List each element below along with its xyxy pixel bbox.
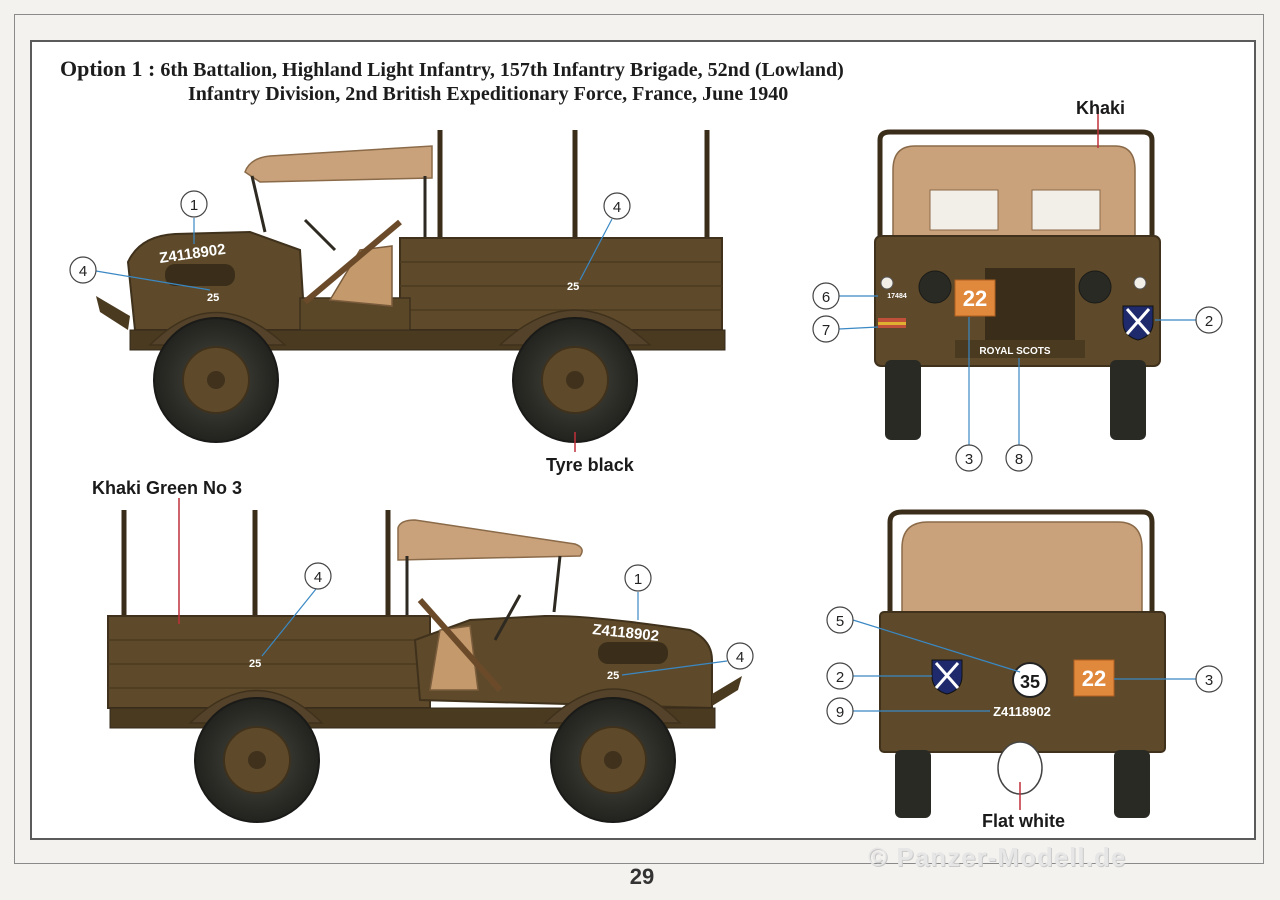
- flat-white-label: Flat white: [982, 811, 1066, 831]
- unit-code-plate: 22: [1082, 666, 1106, 691]
- callout-2: 2: [1205, 313, 1213, 330]
- regiment-marking: ROYAL SCOTS: [979, 346, 1050, 357]
- vehicle-number-disc: 35: [1020, 672, 1040, 692]
- bridge-class-marking: 25: [207, 292, 219, 304]
- serial-marking: Z4118902: [592, 621, 660, 645]
- callout-3: 3: [1205, 672, 1213, 689]
- watermark: © Panzer-Modell.de: [868, 842, 1127, 872]
- unit-code-plate: 22: [963, 286, 987, 311]
- callout-4: 4: [613, 199, 621, 216]
- khaki-green-label: Khaki Green No 3: [92, 478, 243, 498]
- serial-marking: Z4118902: [993, 704, 1051, 719]
- callout-6: 6: [822, 289, 830, 306]
- callout-4: 4: [79, 263, 87, 280]
- callout-3: 3: [965, 451, 973, 468]
- right-side-view: Z4118902 25 25 1 4 4: [69, 130, 726, 452]
- bridge-class-marking: 25: [607, 670, 619, 682]
- callout-7: 7: [822, 322, 830, 339]
- left-side-view: Z4118902 25 25 4 1 4: [107, 498, 754, 823]
- front-view: 22 ROYAL SCOTS 17484 6 7 2 3 8: [812, 108, 1223, 472]
- callout-1: 1: [634, 571, 642, 588]
- khaki-label: Khaki: [1076, 98, 1126, 118]
- page-number: 29: [629, 864, 655, 889]
- callout-1: 1: [190, 197, 198, 214]
- title-line-1: 6th Battalion, Highland Light Infantry, …: [160, 59, 844, 81]
- callout-4: 4: [736, 649, 744, 666]
- callout-2: 2: [836, 669, 844, 686]
- title-line-2: Infantry Division, 2nd British Expeditio…: [188, 83, 789, 105]
- small-plate: 17484: [887, 293, 907, 300]
- page-title: Option 1 : 6th Battalion, Highland Light…: [60, 56, 844, 82]
- bridge-class-marking: 25: [249, 658, 261, 670]
- bridge-class-marking: 25: [567, 281, 579, 293]
- callout-8: 8: [1015, 451, 1023, 468]
- option-label: Option 1 :: [60, 56, 156, 81]
- callout-5: 5: [836, 613, 844, 630]
- rear-view: 35 22 Z4118902 5 2 9 3: [826, 509, 1223, 818]
- page-frame: [14, 14, 1264, 864]
- callout-4: 4: [314, 569, 322, 586]
- callout-9: 9: [836, 704, 844, 721]
- tyre-black-label: Tyre black: [546, 455, 634, 475]
